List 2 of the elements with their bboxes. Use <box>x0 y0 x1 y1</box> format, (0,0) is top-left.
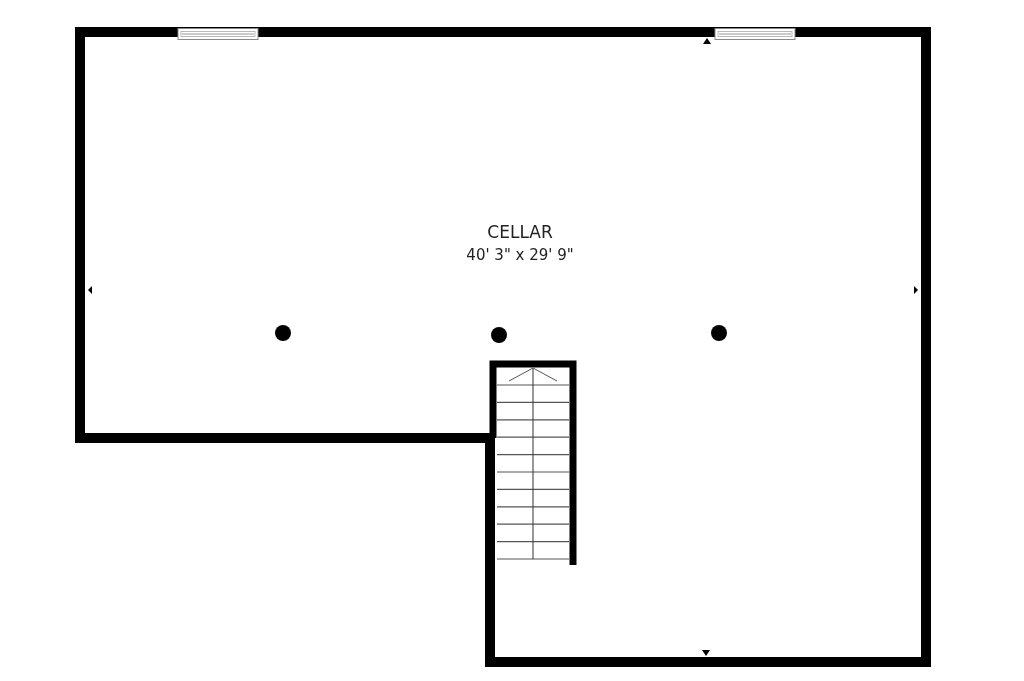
room-name: CELLAR <box>487 222 553 242</box>
room-dimensions: 40' 3" x 29' 9" <box>466 246 574 264</box>
